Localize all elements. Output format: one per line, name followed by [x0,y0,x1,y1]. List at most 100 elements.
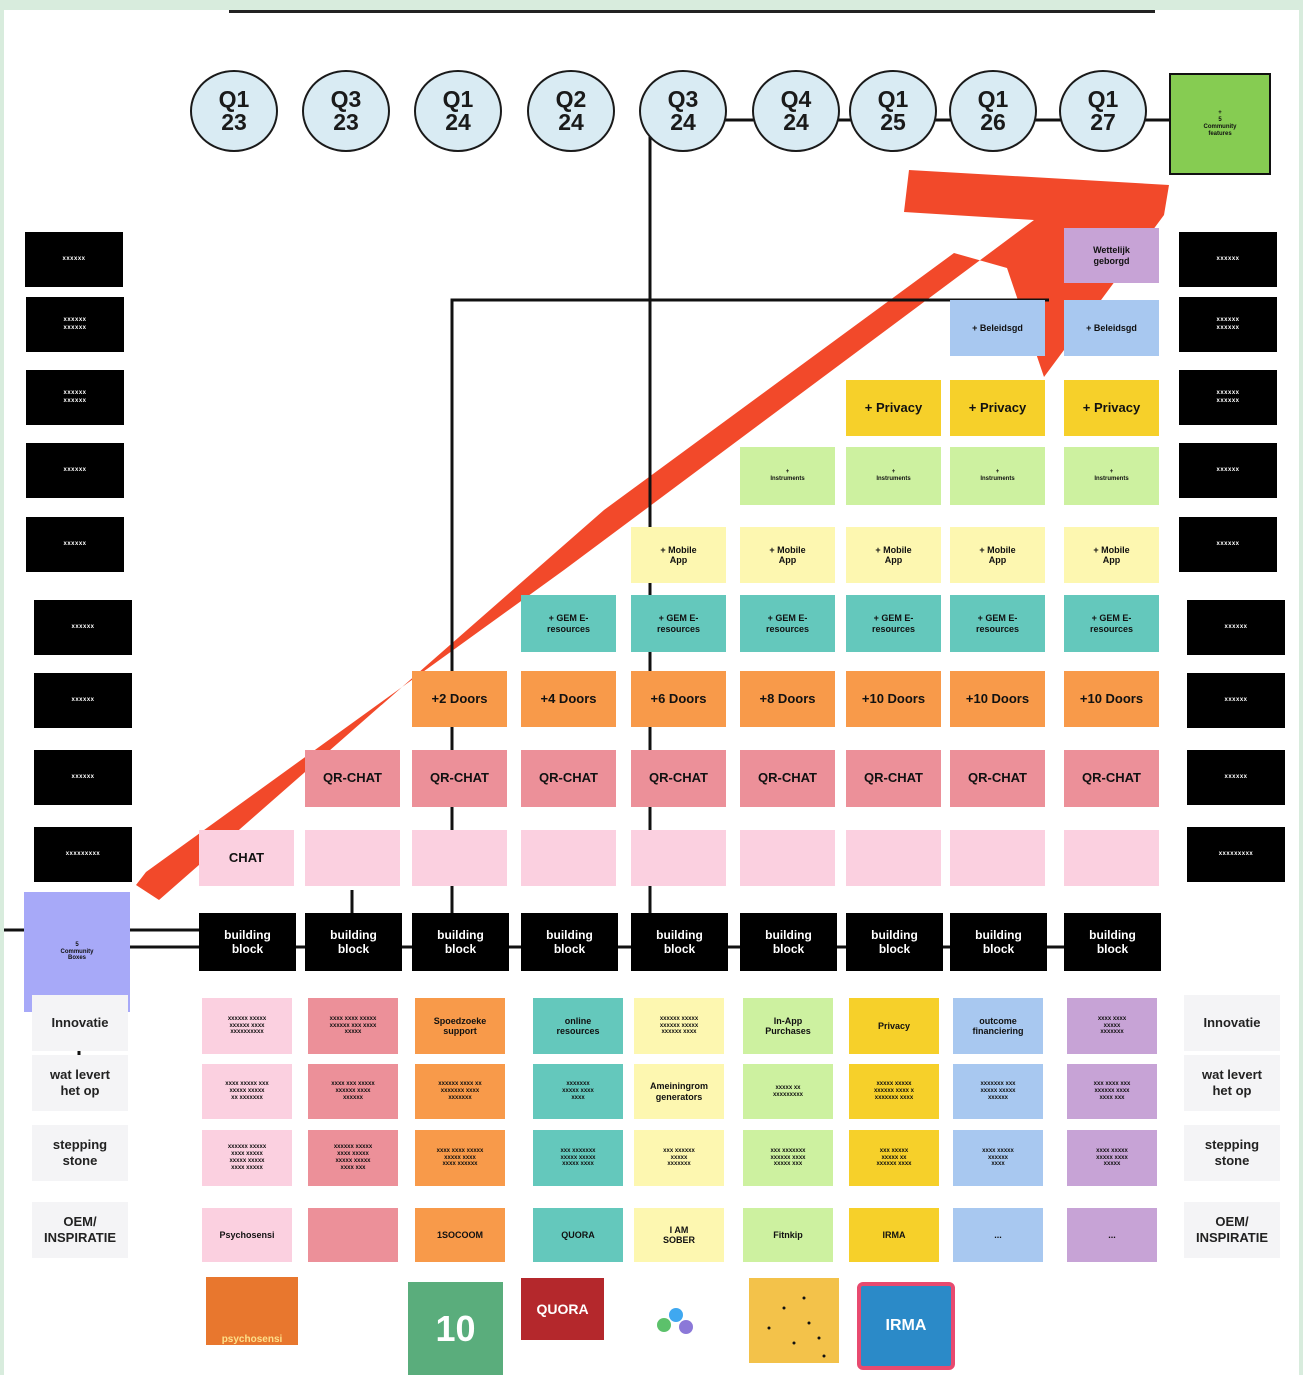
sticky-doors: +4 Doors [521,671,616,727]
matrix-note: Privacy [849,998,939,1054]
left-row-label: xxxxxx [34,673,132,728]
sticky-gem-resources: + GEM E- resources [740,595,835,652]
matrix-note: Psychosensi [202,1208,292,1262]
building-block: building block [846,913,943,971]
sticky-qr-chat: QR-CHAT [521,750,616,807]
right-row-label: xxxxxx [1187,750,1285,805]
sticky-gem-resources: + GEM E- resources [950,595,1045,652]
matrix-note: ... [1067,1208,1157,1262]
sticky-instruments: + Instruments [740,447,835,505]
timeline-quarter: Q1 27 [1059,70,1147,152]
matrix-note: xxxxxx xxxxx xxxxxx xxxx xxxxxxxxxx [202,998,292,1054]
milestone-community-features: + 5 Community features [1169,73,1271,175]
building-block: building block [740,913,837,971]
sticky-chat-empty [631,830,726,886]
category-label-right: wat levert het op [1184,1055,1280,1111]
sticky-privacy: + Privacy [846,380,941,436]
logo-image [644,1300,704,1340]
matrix-note: xxx xxxx xxx xxxxxx xxxx xxxx xxx [1067,1064,1157,1119]
timeline-quarter: Q1 26 [949,70,1037,152]
building-block: building block [199,913,296,971]
matrix-note: 1SOCOOM [415,1208,505,1262]
sticky-beleid: + Beleidsgd [950,300,1045,356]
matrix-note: ... [953,1208,1043,1262]
building-block: building block [1064,913,1161,971]
matrix-note: online resources [533,998,623,1054]
sticky-chat-empty [412,830,507,886]
left-row-label: xxxxxx [26,517,124,572]
sticky-chat-empty [846,830,941,886]
matrix-note: xxxx xxx xxxxx xxxxxx xxxx xxxxxx [308,1064,398,1119]
category-label-left: OEM/ INSPIRATIE [32,1202,128,1258]
left-row-label: xxxxxx [34,750,132,805]
matrix-note: xxxx xxxx xxxxx xxxxxxx [1067,998,1157,1054]
right-row-label: xxxxxx [1179,232,1277,287]
matrix-note: xxx xxxxxxx xxxxxx xxxx xxxxx xxx [743,1130,833,1186]
timeline-quarter: Q1 23 [190,70,278,152]
sticky-doors: +10 Doors [846,671,941,727]
sticky-qr-chat: QR-CHAT [305,750,400,807]
timeline-quarter: Q3 23 [302,70,390,152]
matrix-note: xxxxx xxxxx xxxxxx xxxx x xxxxxxx xxxx [849,1064,939,1119]
category-label-left: wat levert het op [32,1055,128,1111]
matrix-note: Ameiningrom generators [634,1064,724,1119]
building-block: building block [950,913,1047,971]
left-row-label: xxxxxx xxxxxx [26,370,124,425]
sticky-doors: +2 Doors [412,671,507,727]
sticky-doors: +10 Doors [1064,671,1159,727]
sticky-gem-resources: + GEM E- resources [1064,595,1159,652]
sticky-doors: +6 Doors [631,671,726,727]
left-row-label: xxxxxx xxxxxx [26,297,124,352]
category-label-left: stepping stone [32,1125,128,1181]
matrix-note: xxxxx xx xxxxxxxxx [743,1064,833,1119]
milestone-community-boxes: 5 Community Boxes [24,892,130,1012]
logo-image: psychosensi [206,1277,298,1345]
matrix-note: xxx xxxxxx xxxxx xxxxxxx [634,1130,724,1186]
building-block: building block [412,913,509,971]
matrix-note: xxxxxxx xxx xxxxx xxxxx xxxxxx [953,1064,1043,1119]
sticky-mobile-app: + Mobile App [631,527,726,583]
sticky-qr-chat: QR-CHAT [412,750,507,807]
timeline-quarter: Q1 25 [849,70,937,152]
top-divider [229,10,1155,13]
category-label-right: Innovatie [1184,995,1280,1051]
category-label-right: stepping stone [1184,1125,1280,1181]
sticky-qr-chat: QR-CHAT [950,750,1045,807]
logo-image: IRMA [857,1282,955,1370]
timeline-quarter: Q1 24 [414,70,502,152]
right-row-label: xxxxxx [1179,443,1277,498]
matrix-note: xxxxxx xxxxx xxxxxx xxxxx xxxxxx xxxx [634,998,724,1054]
left-row-label: xxxxxxxxx [34,827,132,882]
category-label-left: Innovatie [32,995,128,1051]
left-row-label: xxxxxx [34,600,132,655]
right-row-label: xxxxxx xxxxxx [1179,370,1277,425]
sticky-gem-resources: + GEM E- resources [631,595,726,652]
timeline-quarter: Q2 24 [527,70,615,152]
sticky-chat-empty [740,830,835,886]
right-row-label: xxxxxx [1179,517,1277,572]
sticky-instruments: + Instruments [950,447,1045,505]
matrix-note: xxxxxxx xxxxx xxxx xxxx [533,1064,623,1119]
building-block: building block [521,913,618,971]
matrix-note: QUORA [533,1208,623,1262]
sticky-instruments: + Instruments [846,447,941,505]
sticky-chat: CHAT [199,830,294,886]
sticky-doors: +10 Doors [950,671,1045,727]
sticky-qr-chat: QR-CHAT [631,750,726,807]
right-row-label: xxxxxx [1187,600,1285,655]
left-row-label: xxxxxx [25,232,123,287]
sticky-gem-resources: + GEM E- resources [521,595,616,652]
matrix-note: xxxx xxxx xxxxx xxxxx xxxx xxxx xxxxxx [415,1130,505,1186]
matrix-note [308,1208,398,1262]
sticky-privacy: + Privacy [950,380,1045,436]
sticky-gem-resources: + GEM E- resources [846,595,941,652]
sticky-chat-empty [950,830,1045,886]
logo-image: QUORA [521,1278,604,1340]
right-row-label: xxxxxx [1187,673,1285,728]
matrix-note: xxxx xxxxx xxxxxx xxxx [953,1130,1043,1186]
sticky-chat-empty [305,830,400,886]
sticky-chat-empty [1064,830,1159,886]
sticky-qr-chat: QR-CHAT [1064,750,1159,807]
matrix-note: Spoedzoeke support [415,998,505,1054]
sticky-mobile-app: + Mobile App [846,527,941,583]
